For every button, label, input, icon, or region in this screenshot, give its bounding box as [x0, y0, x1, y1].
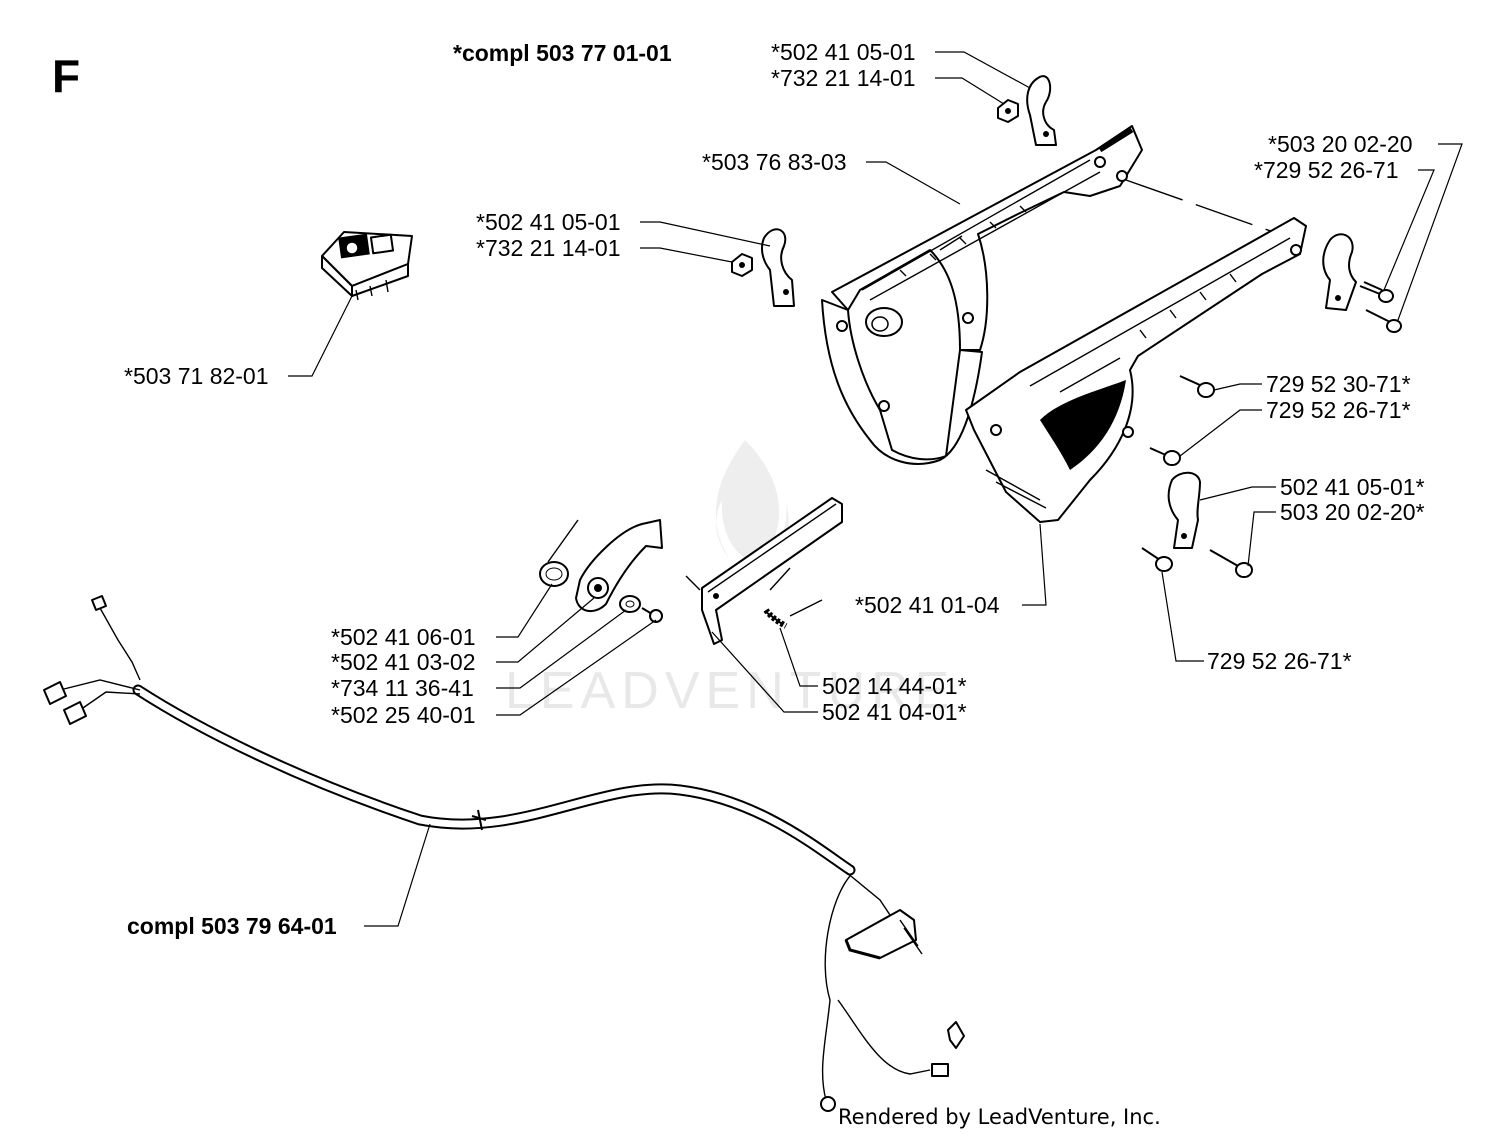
label-washer-left: *732 21 14-01: [476, 235, 621, 261]
right-clamp-part: [1322, 233, 1402, 333]
lower-guard-part: [965, 217, 1307, 523]
footer-credit: Rendered by LeadVenture, Inc.: [838, 1105, 1161, 1129]
wiring-harness-part: [43, 595, 965, 1112]
part-labels: *502 41 05-01 *732 21 14-01 *503 76 83-0…: [124, 39, 1425, 939]
label-spring: *502 41 06-01: [331, 624, 476, 650]
label-screw-lower: 503 20 02-20*: [1280, 499, 1425, 525]
watermark-flame-icon: [715, 440, 789, 565]
label-pin: 502 14 44-01*: [822, 673, 967, 699]
left-clamp-part: [731, 228, 795, 307]
label-switch: *503 71 82-01: [124, 363, 269, 389]
label-lever: *502 41 03-02: [331, 649, 476, 675]
top-clamp-part: [997, 75, 1057, 146]
label-screw-right-a: *503 20 02-20: [1268, 131, 1413, 157]
watermark: LEADVENTURE: [505, 440, 955, 720]
leader-lines: [288, 51, 1463, 927]
label-clamp-lower: 502 41 05-01*: [1280, 474, 1425, 500]
section-letter: F: [52, 50, 80, 102]
assembly-title-cable: compl 503 79 64-01: [127, 913, 337, 939]
label-nut-top: *502 41 05-01: [771, 39, 916, 65]
label-guard-lower: *502 41 01-04: [855, 592, 1000, 618]
label-chain-brake-rail: *503 76 83-03: [702, 149, 847, 175]
lever-assembly-part: [539, 519, 663, 623]
label-nut-left: *502 41 05-01: [476, 209, 621, 235]
label-screw-lever: *502 25 40-01: [331, 702, 476, 728]
brake-rail-part: [821, 125, 1143, 465]
lower-clamp-part: [1141, 471, 1253, 578]
plate-part: [685, 497, 843, 645]
assembly-title-top: *compl 503 77 01-01: [453, 40, 672, 66]
mid-screws-part: [1149, 375, 1215, 466]
label-plate: 502 41 04-01*: [822, 699, 967, 725]
label-screw-bottom: 729 52 26-71*: [1207, 648, 1352, 674]
label-screw-mid-b: 729 52 26-71*: [1266, 397, 1411, 423]
label-screw-right-b: *729 52 26-71: [1254, 157, 1399, 183]
label-washer-lever: *734 11 36-41: [331, 675, 474, 701]
label-washer-top: *732 21 14-01: [771, 65, 916, 91]
switch-part: [321, 231, 413, 301]
watermark-text: LEADVENTURE: [505, 662, 955, 720]
label-screw-mid-a: 729 52 30-71*: [1266, 371, 1411, 397]
